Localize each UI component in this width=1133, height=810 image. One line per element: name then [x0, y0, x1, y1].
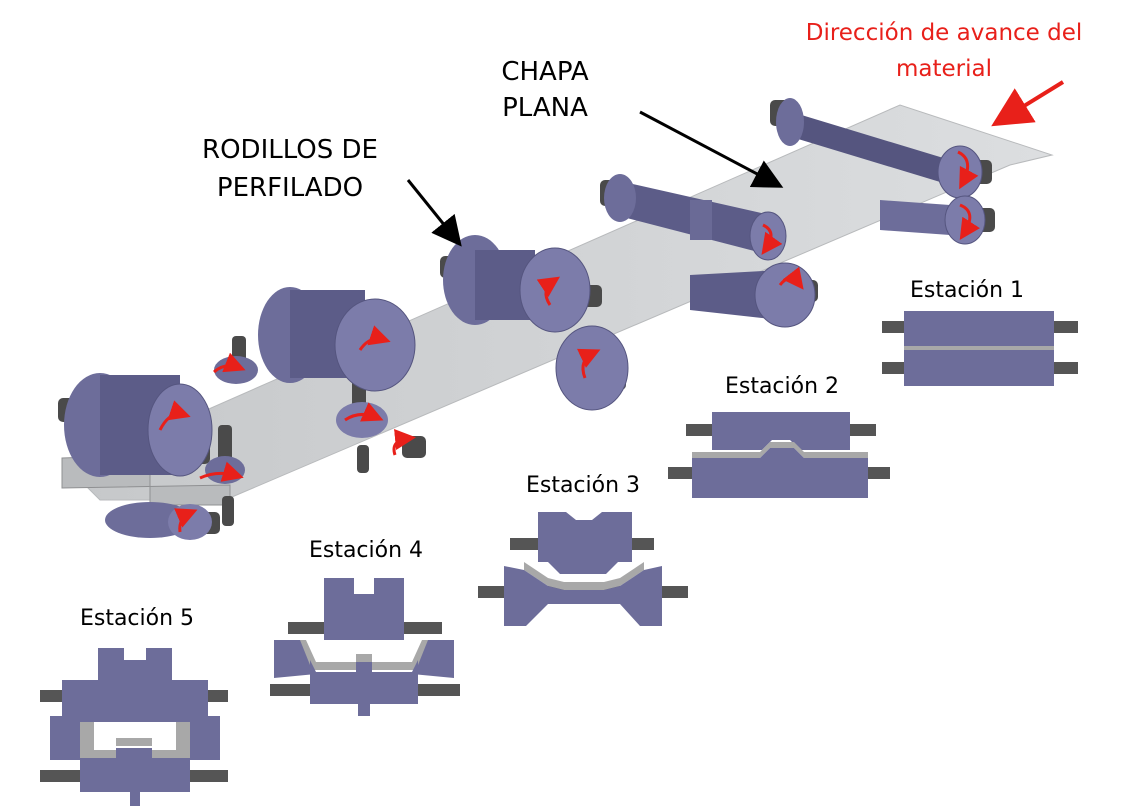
- station-5-label: Estación 5: [80, 606, 194, 631]
- station-4-label: Estación 4: [309, 538, 423, 563]
- chapa-arrow: [639, 110, 784, 188]
- station-2: Estación 2: [668, 374, 890, 498]
- station-2-label: Estación 2: [725, 374, 839, 399]
- rodillos-label-line2: PERFILADO: [217, 173, 363, 203]
- rodillos-label-line1: RODILLOS DE: [202, 135, 378, 165]
- rodillos-arrow: [406, 179, 462, 247]
- chapa-label-line1: CHAPA: [501, 57, 589, 87]
- station-3: Estación 3: [478, 473, 688, 626]
- direction-label-line2: material: [896, 56, 992, 82]
- rotation-arrows: [158, 150, 980, 533]
- station-3-label: Estación 3: [526, 473, 640, 498]
- station-5: Estación 5: [40, 606, 228, 806]
- rodillos-label: RODILLOS DE PERFILADO: [202, 135, 378, 203]
- roll-forming-line: [58, 98, 1054, 540]
- station-4: Estación 4: [270, 538, 460, 716]
- station-1: Estación 1: [882, 278, 1078, 386]
- direction-label: Dirección de avance del material: [806, 20, 1083, 82]
- direction-label-line1: Dirección de avance del: [806, 20, 1083, 46]
- station-2-rollers-3d: [604, 174, 816, 328]
- station-5-rollers-3d: [64, 373, 245, 540]
- chapa-label-line2: PLANA: [502, 93, 588, 123]
- station-1-rollers-3d: [776, 98, 986, 245]
- direction-arrow: [991, 80, 1065, 127]
- chapa-label: CHAPA PLANA: [501, 57, 589, 123]
- station-1-label: Estación 1: [910, 278, 1024, 303]
